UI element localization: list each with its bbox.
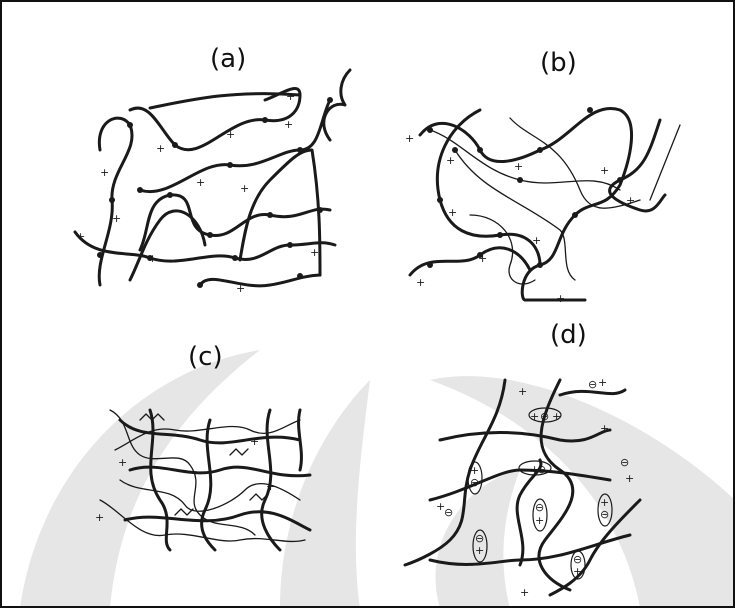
anion-symbol: ⊖ [540, 410, 549, 423]
cation-symbol: + [556, 292, 565, 305]
cation-symbol: + [573, 565, 582, 578]
cation-symbol: + [118, 456, 127, 469]
cation-symbol: + [625, 472, 634, 485]
cation-symbol: + [626, 194, 635, 207]
cation-symbol: + [448, 206, 457, 219]
cation-symbol: + [405, 132, 414, 145]
anion-symbol: ⊖ [537, 463, 546, 476]
panel-c-network: + + + + [95, 410, 310, 550]
cation-symbol: + [598, 376, 607, 389]
cation-symbol: + [250, 435, 259, 448]
cation-symbol: + [535, 514, 544, 527]
anion-symbol: ⊖ [588, 378, 597, 391]
anion-symbol: ⊖ [620, 456, 629, 469]
cation-symbol: + [600, 422, 609, 435]
cation-symbol: + [100, 166, 109, 179]
anion-symbol: ⊖ [470, 476, 479, 489]
panel-d-network: + ⊖ + + ⊖ + ⊖ ⊖ + + ⊖ ⊖ + ⊖ + ⊖ + + + ⊖ [405, 376, 640, 599]
panel-a-network: + + + + + + + + + + + + [75, 70, 350, 295]
cation-symbol: + [240, 182, 249, 195]
cation-symbol: + [284, 118, 293, 131]
cation-symbol: + [76, 230, 85, 243]
cation-symbol: + [520, 586, 529, 599]
cation-symbol: + [196, 176, 205, 189]
cation-symbol: + [478, 252, 487, 265]
cation-symbol: + [112, 212, 121, 225]
anion-symbol: ⊖ [535, 501, 544, 514]
cation-symbol: + [266, 480, 275, 493]
cation-symbol: + [310, 246, 319, 259]
cation-symbol: + [156, 142, 165, 155]
cation-symbol: + [416, 276, 425, 289]
cation-symbol: + [475, 544, 484, 557]
cation-symbol: + [532, 234, 541, 247]
anion-symbol: ⊖ [444, 506, 453, 519]
panel-b-network: + + + + + + + + + + [405, 107, 680, 305]
cation-symbol: + [530, 410, 539, 423]
cation-symbol: + [286, 90, 295, 103]
cation-symbol: + [446, 154, 455, 167]
cation-symbol: + [95, 511, 104, 524]
cation-symbol: + [148, 252, 157, 265]
cation-symbol: + [514, 160, 523, 173]
cation-symbol: + [518, 385, 527, 398]
cation-symbol: + [226, 128, 235, 141]
anion-symbol: ⊖ [600, 508, 609, 521]
cation-symbol: + [552, 410, 561, 423]
cation-symbol: + [236, 282, 245, 295]
cation-symbol: + [600, 164, 609, 177]
